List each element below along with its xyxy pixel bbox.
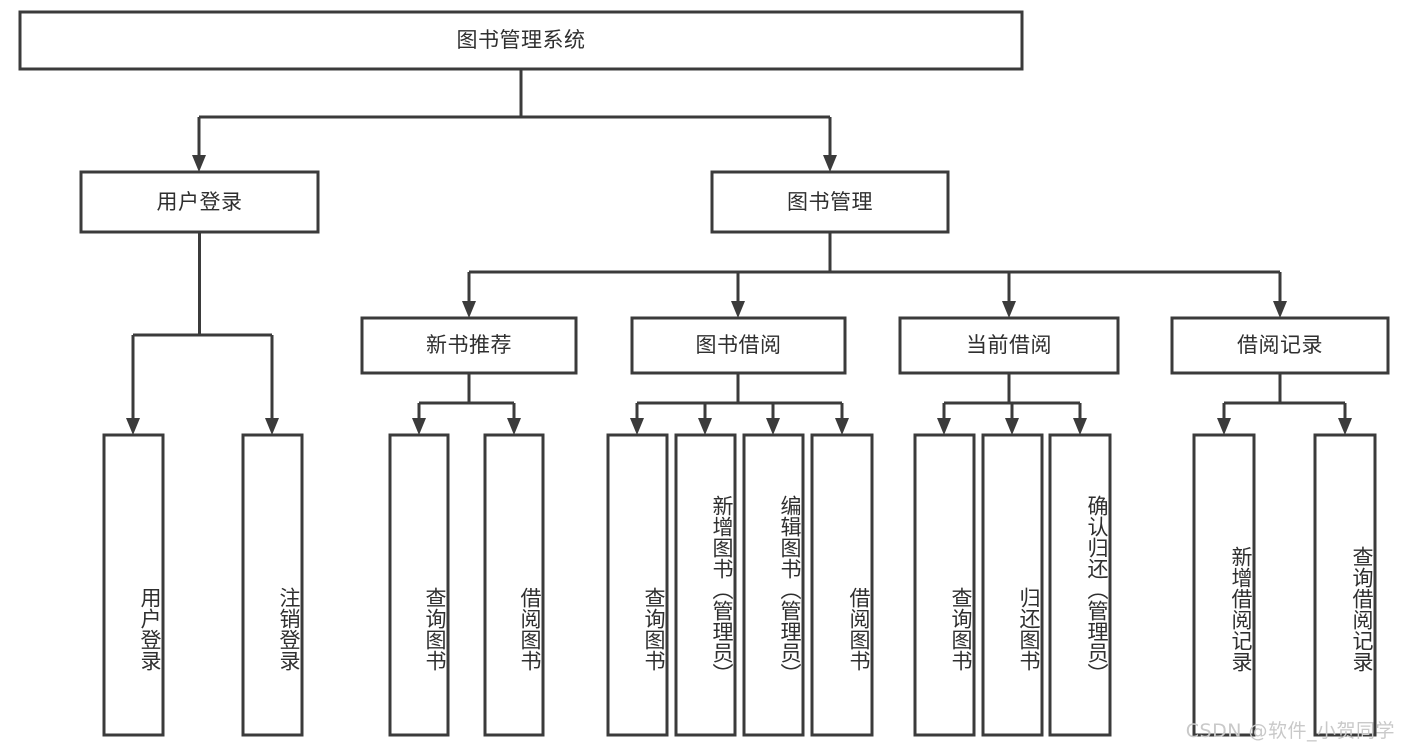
book-mgmt-to-level3-arrow-icon-1 bbox=[731, 301, 745, 318]
level3-1-to-leaves-arrow-icon-2 bbox=[766, 418, 780, 435]
node-box-leaf-add-borrow-record[interactable] bbox=[1192, 433, 1256, 737]
node-box-leaf-return-book[interactable] bbox=[981, 433, 1044, 737]
user-login-to-leaves-arrow-icon-1 bbox=[265, 418, 279, 435]
node-box-leaf-borrow-book-recommend[interactable] bbox=[483, 433, 545, 737]
user-login-to-leaves-arrow-icon-0 bbox=[126, 418, 140, 435]
node-box-leaf-logout[interactable] bbox=[241, 433, 304, 737]
node-box-leaf-edit-book[interactable] bbox=[742, 433, 805, 737]
node-box-book-management[interactable] bbox=[710, 170, 950, 234]
node-box-leaf-query-book-current[interactable] bbox=[913, 433, 976, 737]
node-box-leaf-query-borrow-record[interactable] bbox=[1313, 433, 1377, 737]
node-box-leaf-borrow-book[interactable] bbox=[810, 433, 874, 737]
node-box-current-borrow[interactable] bbox=[898, 316, 1120, 375]
level3-3-to-leaves-arrow-icon-1 bbox=[1338, 418, 1352, 435]
node-box-leaf-confirm-return[interactable] bbox=[1048, 433, 1112, 737]
book-mgmt-to-level3-arrow-icon-2 bbox=[1002, 301, 1016, 318]
node-box-leaf-add-book[interactable] bbox=[674, 433, 737, 737]
level3-2-to-leaves-arrow-icon-0 bbox=[937, 418, 951, 435]
node-box-leaf-query-book-recommend[interactable] bbox=[388, 433, 450, 737]
level3-0-to-leaves-arrow-icon-0 bbox=[412, 418, 426, 435]
level3-2-to-leaves-arrow-icon-2 bbox=[1073, 418, 1087, 435]
node-box-borrow-record[interactable] bbox=[1170, 316, 1390, 375]
node-box-new-book-recommend[interactable] bbox=[360, 316, 578, 375]
node-box-book-borrow[interactable] bbox=[630, 316, 847, 375]
level3-1-to-leaves-arrow-icon-1 bbox=[698, 418, 712, 435]
level3-3-to-leaves-arrow-icon-0 bbox=[1217, 418, 1231, 435]
node-box-leaf-query-book-borrow[interactable] bbox=[606, 433, 669, 737]
book-mgmt-to-level3-arrow-icon-3 bbox=[1273, 301, 1287, 318]
node-box-leaf-user-login[interactable] bbox=[102, 433, 165, 737]
node-box-root[interactable] bbox=[18, 10, 1024, 71]
book-mgmt-to-level3-arrow-icon-0 bbox=[462, 301, 476, 318]
node-box-user-login[interactable] bbox=[79, 170, 320, 234]
level3-0-to-leaves-arrow-icon-1 bbox=[507, 418, 521, 435]
root-to-level2-arrow-icon-0 bbox=[192, 155, 206, 172]
level3-1-to-leaves-arrow-icon-0 bbox=[630, 418, 644, 435]
level3-2-to-leaves-arrow-icon-1 bbox=[1005, 418, 1019, 435]
level3-1-to-leaves-arrow-icon-3 bbox=[835, 418, 849, 435]
root-to-level2-arrow-icon-1 bbox=[823, 155, 837, 172]
